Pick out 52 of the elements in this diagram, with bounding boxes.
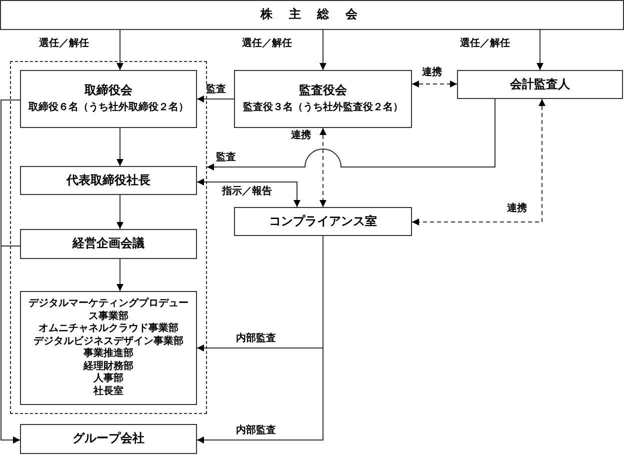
arrow (116, 128, 124, 166)
planning-box (20, 229, 197, 259)
edge-label: 連携 (506, 203, 528, 215)
arrow (536, 30, 544, 70)
arrow (116, 194, 124, 230)
department-name: 社長室 (92, 386, 124, 398)
auditor-board-box (234, 70, 412, 128)
edge-label: 連携 (421, 67, 443, 79)
arrow (320, 30, 326, 70)
department-name: 事業推進部 (82, 348, 134, 360)
edge-label: 監査 (205, 84, 227, 96)
edge-label: 選任／解任 (241, 38, 293, 50)
arrow (196, 236, 324, 444)
node-title: 監査役会 (299, 82, 347, 98)
node-title: グループ会社 (72, 431, 144, 447)
edge-label: 連携 (290, 130, 312, 142)
compliance-box (234, 207, 412, 236)
edge-label: 内部監査 (235, 333, 277, 345)
dashed-group-frame (10, 61, 207, 414)
arrow (116, 30, 124, 70)
edge-label: 指示／報告 (221, 186, 273, 198)
arrow (196, 96, 234, 102)
node-title: 代表取締役社長 (66, 172, 150, 188)
arrow (206, 98, 496, 170)
board-box (20, 70, 197, 128)
node-title: 株 主 総 会 (260, 7, 364, 23)
node-title: 取締役会 (84, 82, 132, 98)
auditor-box (457, 70, 623, 99)
meeting-box (0, 0, 624, 30)
department-name: オムニチャネルクラウド事業部 (38, 323, 180, 336)
edge-label: 監査 (215, 152, 237, 164)
node-title: 経営企画会議 (72, 236, 144, 252)
edge-label: 選任／解任 (38, 38, 90, 50)
arrow (116, 258, 124, 292)
department-name: デジタルビジネスデザイン事業部 (32, 336, 184, 348)
node-subtitle: 取締役６名（うち社外取締役２名） (28, 101, 188, 116)
departments-box (20, 291, 197, 405)
arrow (0, 246, 20, 444)
arrow (196, 178, 300, 208)
edge-label: 選任／解任 (459, 38, 511, 50)
node-title: コンプライアンス室 (269, 214, 377, 230)
president-box (20, 166, 197, 195)
department-name: 人事部 (92, 373, 124, 385)
edge-label: 内部監査 (235, 425, 277, 437)
department-name: 経理財務部 (82, 360, 134, 372)
node-title: 会計監査人 (510, 76, 570, 92)
dashed-arrow (412, 80, 458, 88)
node-subtitle: 監査役３名（うち社外監査役２名） (243, 101, 403, 116)
group-company-box (20, 424, 197, 454)
dashed-arrow (320, 128, 326, 208)
dashed-arrow (412, 98, 546, 226)
department-name: デジタルマーケティングプロデュース事業部 (28, 298, 190, 322)
